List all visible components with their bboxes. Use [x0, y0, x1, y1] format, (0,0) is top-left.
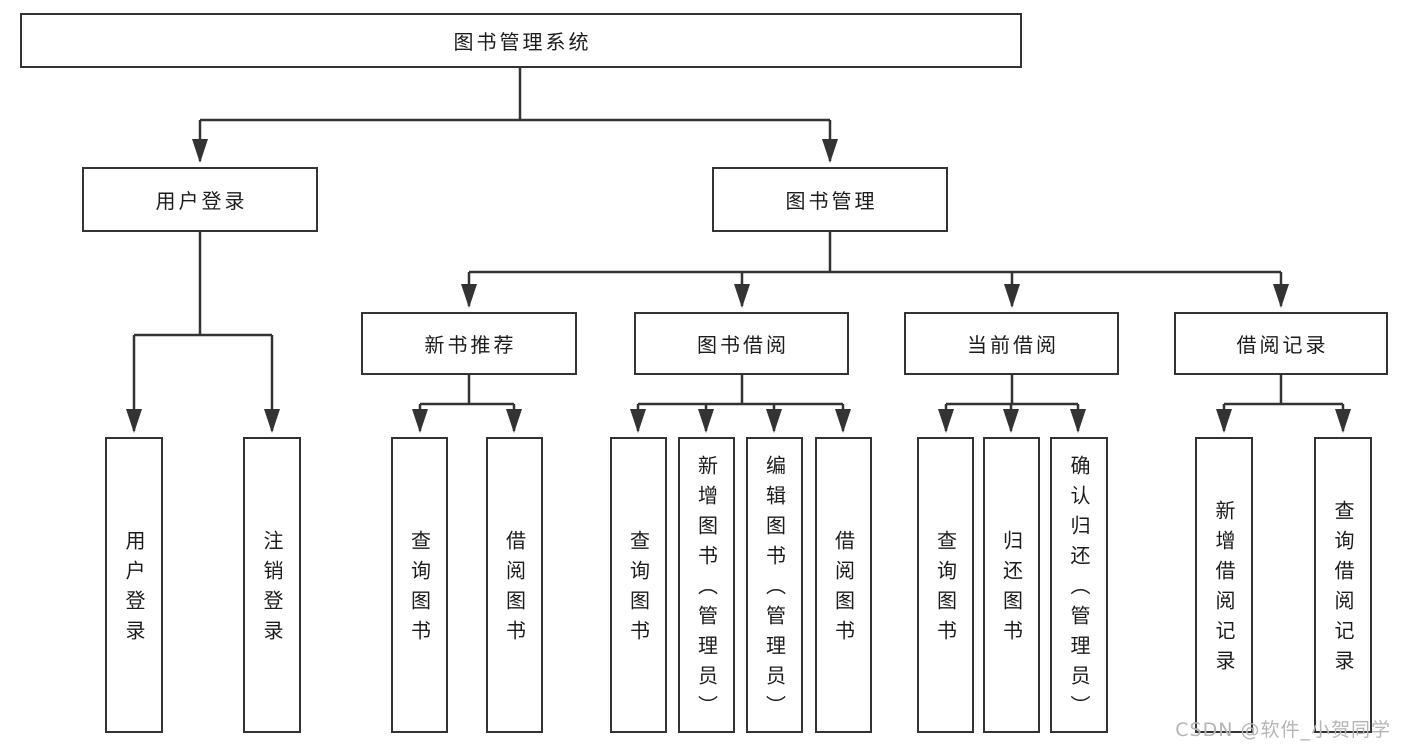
node-label: 新增图书（管理员）	[694, 455, 719, 725]
leaf-edit-books-admin: 编辑图书（管理员）	[746, 437, 803, 733]
node-label: 图书管理系统	[453, 30, 592, 54]
leaf-return-books: 归还图书	[983, 437, 1040, 733]
leaf-query-books-3: 查询图书	[917, 437, 974, 733]
node-label: 图书管理	[785, 189, 878, 213]
node-label: 新书推荐	[424, 333, 517, 357]
node-label: 图书借阅	[697, 333, 789, 357]
node-label: 查询图书	[933, 530, 958, 650]
leaf-confirm-return-admin: 确认归还（管理员）	[1050, 437, 1108, 733]
node-label: 确认归还（管理员）	[1067, 455, 1091, 725]
node-book-borrow: 图书借阅	[634, 312, 849, 375]
leaf-add-borrow-record: 新增借阅记录	[1195, 437, 1253, 733]
node-label: 借阅图书	[502, 530, 527, 650]
csdn-watermark: CSDN @软件_小贺同学	[1175, 719, 1391, 741]
node-label: 查询借阅记录	[1331, 500, 1355, 680]
leaf-borrow-books-1: 借阅图书	[486, 437, 543, 733]
node-label: 当前借阅	[967, 333, 1059, 357]
node-label: 归还图书	[999, 530, 1024, 650]
node-label: 用户登录	[122, 530, 146, 650]
node-label: 查询图书	[407, 530, 432, 650]
node-label: 查询图书	[626, 530, 651, 650]
node-label: 注销登录	[260, 530, 284, 650]
node-label: 借阅记录	[1236, 333, 1329, 357]
node-new-book-recommend: 新书推荐	[361, 312, 577, 375]
node-book-management: 图书管理	[712, 167, 948, 232]
node-current-borrow: 当前借阅	[904, 312, 1119, 375]
leaf-user-login: 用户登录	[105, 437, 163, 733]
node-borrow-record: 借阅记录	[1174, 312, 1388, 375]
node-library-system-root: 图书管理系统	[20, 13, 1022, 68]
node-label: 编辑图书（管理员）	[762, 455, 787, 725]
node-user-login: 用户登录	[82, 167, 318, 232]
leaf-add-books-admin: 新增图书（管理员）	[678, 437, 735, 733]
leaf-query-books-2: 查询图书	[610, 437, 667, 733]
node-label: 新增借阅记录	[1212, 500, 1236, 680]
leaf-logout: 注销登录	[243, 437, 301, 733]
node-label: 借阅图书	[831, 530, 856, 650]
leaf-query-books-1: 查询图书	[391, 437, 448, 733]
node-label: 用户登录	[155, 189, 248, 213]
leaf-query-borrow-record: 查询借阅记录	[1314, 437, 1372, 733]
leaf-borrow-books-2: 借阅图书	[815, 437, 872, 733]
